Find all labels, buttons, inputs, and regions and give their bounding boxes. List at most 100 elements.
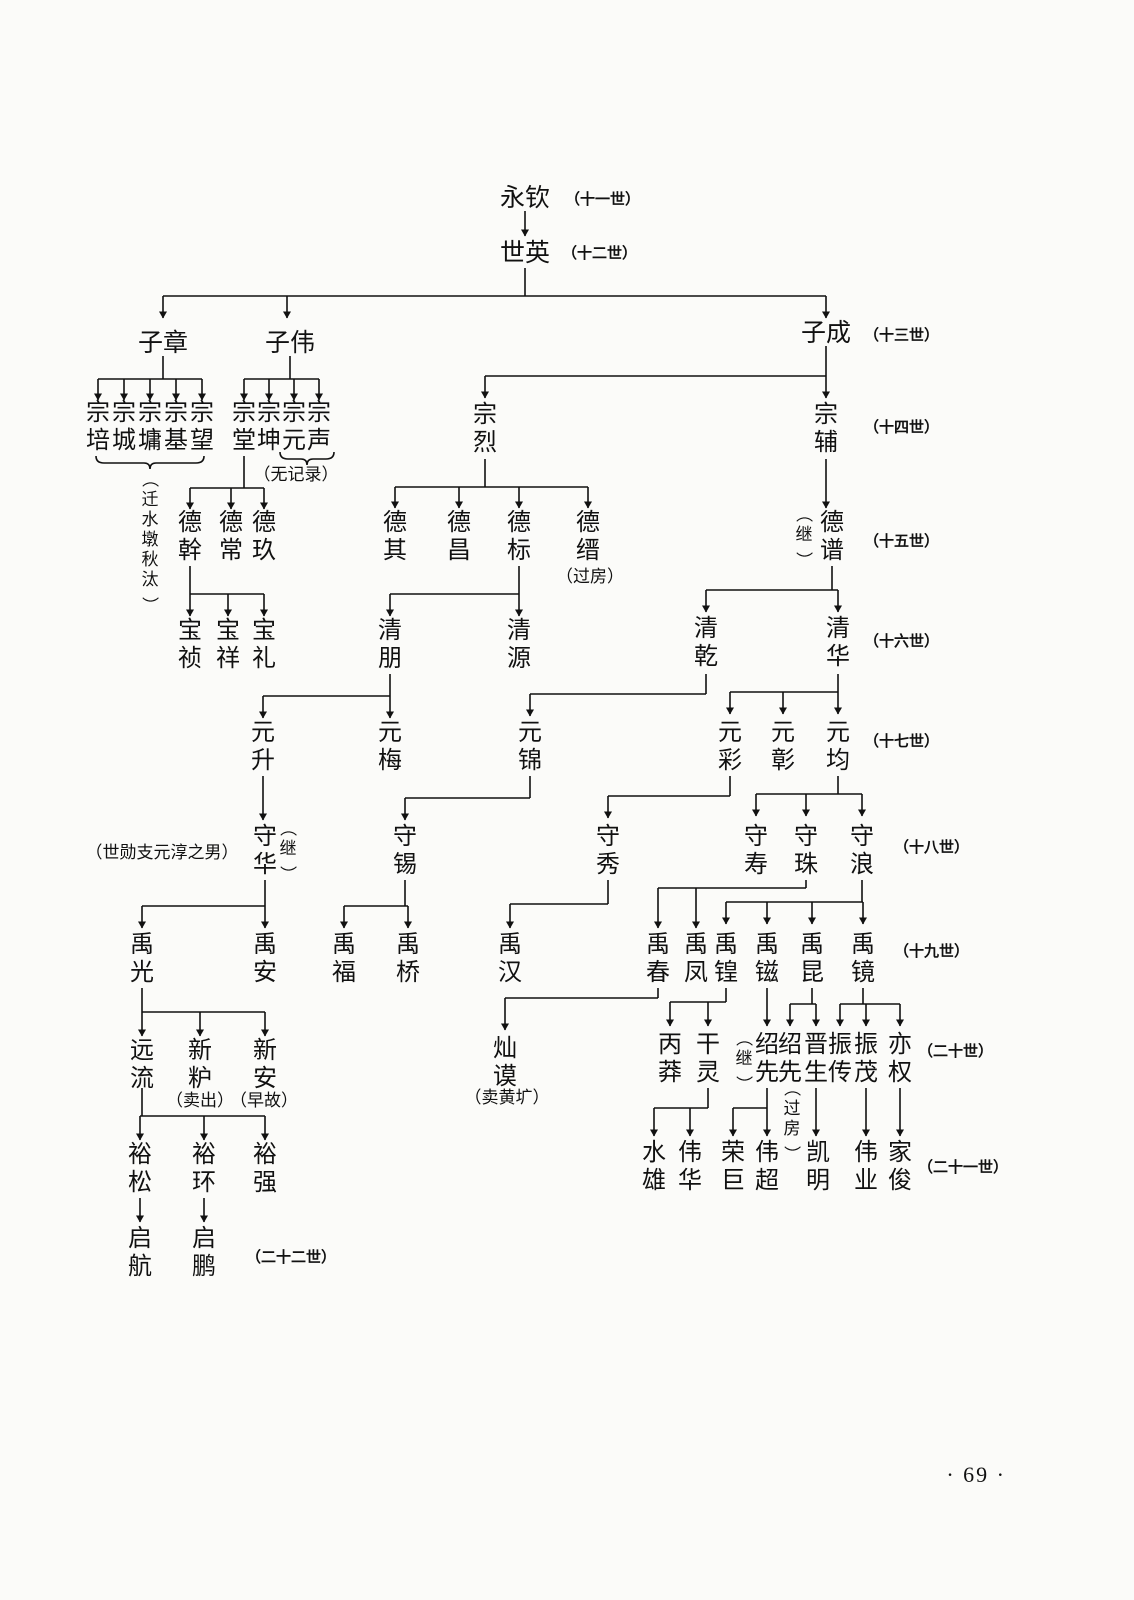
name-char: 汉 [498,958,522,986]
generation-label-g22: （二十二世） [246,1248,336,1266]
paren: （ [733,1030,753,1047]
name-char: 干 [696,1030,720,1058]
name-char: 浪 [850,850,874,878]
person-shiying: 世英 [500,238,550,267]
person-dejiu: 德玖 [252,508,276,564]
person-deqi: 德其 [383,508,407,564]
note-ji: （继） [277,820,297,883]
name-char: 远 [130,1036,154,1064]
person-shoulang: 守浪 [850,822,874,878]
person-yujing: 禹镜 [851,930,875,986]
name-char: 新 [188,1036,212,1064]
name-char: 坤 [257,426,281,454]
person-shaoxian2: 绍先 [778,1030,802,1086]
person-weihua: 伟华 [678,1138,702,1194]
generation-label-g13: （十三世） [864,326,939,344]
name-char: 德 [447,508,471,536]
generation-label-g16: （十六世） [864,632,939,650]
name-char: 珠 [794,850,818,878]
person-yusong: 裕松 [128,1140,152,1196]
person-kaiming: 凯明 [806,1138,830,1194]
name-char: 粐 [188,1064,212,1092]
name-char: 巨 [721,1166,745,1194]
name-char: 墉 [138,426,162,454]
name-char: 源 [507,644,531,672]
name-char: 启 [128,1224,152,1252]
name-char: 均 [826,746,850,774]
name-char: 元 [718,718,742,746]
name-char: 航 [128,1252,152,1280]
name-char: 裕 [253,1140,277,1168]
name-char: 凯 [806,1138,830,1166]
name-char: 锽 [714,958,738,986]
page-number: · 69 · [946,1462,1006,1487]
name-char: 禹 [800,930,824,958]
name-char: 禹 [396,930,420,958]
name-char: 灵 [696,1058,720,1086]
person-zongsheng: 宗声 [307,398,331,454]
name-char: 先 [755,1058,779,1086]
person-yongqin: 永钦 [500,183,550,212]
name-char: 光 [130,958,154,986]
name-char: 堂 [232,426,256,454]
person-canmo: 灿谟 [493,1034,517,1090]
name-char: 超 [755,1166,779,1194]
paren: ） [139,597,159,614]
person-debiao: 德标 [507,508,531,564]
name-char: 传 [828,1058,852,1086]
name-char: 乾 [694,642,718,670]
person-rongju: 荣巨 [721,1138,745,1194]
name-char: 桥 [396,958,420,986]
name-char: 德 [820,508,844,536]
person-yuansheng: 元升 [251,718,275,774]
name-char: 宝 [178,616,202,644]
person-bingmang: 丙莽 [658,1030,682,1086]
note-zaogu: （早故） [230,1091,298,1111]
name-char: 福 [332,958,356,986]
name-char: 梅 [378,746,402,774]
person-qingqian: 清乾 [694,614,718,670]
name-char: 莽 [658,1058,682,1086]
paren: ） [781,1146,801,1163]
name-char: 宗 [164,398,188,426]
person-yufu: 禹福 [332,930,356,986]
name-char: 元 [282,426,306,454]
name-char: 德 [383,508,407,536]
generation-label-g14: （十四世） [864,418,939,436]
person-yuanzhang: 元彰 [771,718,795,774]
person-degan: 德幹 [178,508,202,564]
person-shuixiong: 水雄 [642,1138,666,1194]
note-char: 继 [736,1049,753,1069]
name-char: 禹 [130,930,154,958]
person-qipeng: 启鹏 [192,1224,216,1280]
note-maichu: （卖出） [166,1091,234,1111]
name-char: 伟 [755,1138,779,1166]
person-zongcheng: 宗城 [112,398,136,454]
name-char: 元 [518,718,542,746]
name-char: 伟 [854,1138,878,1166]
person-qingyuan: 清源 [507,616,531,672]
name-char: 宗 [257,398,281,426]
person-yuhuan: 裕环 [192,1140,216,1196]
name-char: 启 [192,1224,216,1252]
name-char: 元 [771,718,795,746]
name-char: 宗 [138,398,162,426]
name-char: 锦 [518,746,542,774]
name-char: 祥 [216,644,240,672]
person-baoli: 宝礼 [252,616,276,672]
person-name: 子伟 [265,328,315,357]
name-char: 家 [888,1138,912,1166]
note-char: 迁 [142,490,159,510]
name-char: 宗 [190,398,214,426]
person-zicheng: 子成 [801,318,851,347]
name-char: 基 [164,426,188,454]
name-char: 宗 [86,398,110,426]
name-char: 幹 [178,536,202,564]
name-char: 禹 [851,930,875,958]
name-char: 宗 [473,400,497,428]
name-char: 业 [854,1166,878,1194]
name-char: 晋 [804,1030,828,1058]
name-char: 德 [252,508,276,536]
name-char: 守 [850,822,874,850]
person-dechang2: 德昌 [447,508,471,564]
